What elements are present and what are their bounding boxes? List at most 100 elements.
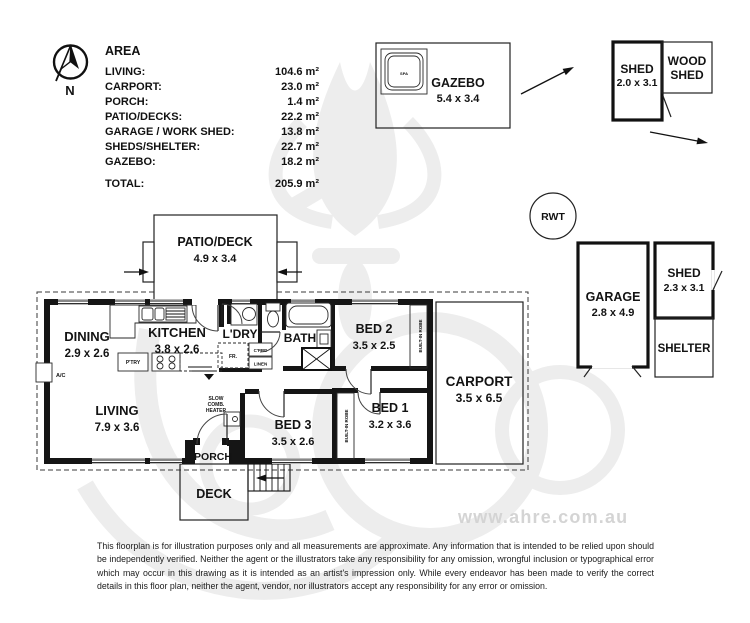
deck: DECK [179,463,249,521]
room-dims-bed1: 3.2 x 3.6 [369,419,412,431]
shelter-label: SHELTER [658,343,712,355]
bench-sink [188,366,216,380]
robe-label: BUILT-IN ROBE [344,410,349,443]
shed-top-label: SHED [620,62,654,76]
spa-label: SPA [400,71,408,76]
bathtub [285,302,332,328]
disclaimer-text: This floorplan is for illustration purpo… [97,541,654,592]
compass-icon: N [52,44,89,98]
window [92,458,145,464]
carport-label: CARPORT [446,374,514,389]
stairs-arrow [256,474,284,482]
watermark-url: www.ahre.com.au [458,507,629,527]
area-row: LIVING: 104.6 m² [105,65,319,80]
area-row: SHEDS/SHELTER: 22.7 m² [105,140,319,155]
door-wc [259,331,281,353]
area-row: GAZEBO: 18.2 m² [105,155,319,170]
room-label-porch: PORCH [194,451,232,463]
stove [151,352,181,372]
windows [58,299,410,464]
window [150,299,183,305]
area-row-label: GARAGE / WORK SHED: [105,126,235,138]
gazebo: SPA GAZEBO 5.4 x 3.4 [375,42,511,129]
window [272,458,312,464]
heater-label-line2: COMB. [208,402,225,408]
area-total-value: 205.9 m² [274,178,319,190]
carport-dims: 3.5 x 6.5 [456,391,503,405]
carport: CARPORT 3.5 x 6.5 [435,301,524,465]
area-row-label: PATIO/DECKS: [105,111,183,123]
shed-side-dims: 2.3 x 3.1 [664,282,705,294]
area-row-value: 22.7 m² [281,141,319,153]
wood-shed: WOOD SHED [661,41,713,94]
patio-arrow-left [124,268,149,276]
area-row-label: CARPORT: [105,81,162,93]
room-label-dining: DINING [64,329,110,344]
compass-north-label: N [65,83,74,98]
room-label-bed1: BED 1 [372,401,409,415]
door-bed2 [345,368,372,395]
room-label-laundry: L'DRY [222,327,257,341]
linen-label: LINEN [254,362,268,367]
room-label-bed2: BED 2 [356,322,393,336]
area-table: AREA LIVING: 104.6 m² CARPORT: 23.0 m² P… [105,44,319,192]
area-row-value: 13.8 m² [281,126,319,138]
area-row-label: SHEDS/SHELTER: [105,141,201,153]
slow-combustion-heater: SLOW COMB. HEATER [206,396,241,427]
doors [191,299,381,445]
area-row: GARAGE / WORK SHED: 13.8 m² [105,125,319,140]
gazebo-label: GAZEBO [431,76,485,90]
area-row: PATIO/DECKS: 22.2 m² [105,110,319,125]
patio-label: PATIO/DECK [177,235,252,249]
room-dims-bed2: 3.5 x 2.5 [353,340,396,352]
garage-dims: 2.8 x 4.9 [592,307,635,319]
room-labels: DINING 2.9 x 2.6 KITCHEN 3.8 x 2.6 L'DRY… [64,322,411,463]
rwt-label: RWT [541,211,565,223]
direction-arrow-gazebo [520,67,574,95]
area-row: CARPORT: 23.0 m² [105,80,319,95]
toilet [265,302,281,328]
room-dims-kitchen: 3.8 x 2.6 [155,344,200,356]
area-total-label: TOTAL: [105,178,145,190]
spa: SPA [380,48,428,95]
cupboard: C'PBD [248,342,273,357]
window [352,299,398,305]
window [58,299,88,305]
door-bed3 [258,390,285,418]
room-dims-living: 7.9 x 3.6 [95,422,140,434]
deck-label: DECK [196,487,231,501]
kitchen-counter [109,304,197,339]
shed-side: SHED 2.3 x 3.1 [653,241,723,320]
pantry-label: P'TRY [126,360,141,366]
patio-arrow-right [277,268,302,276]
window [365,458,410,464]
linen-cupboard: LINEN [248,356,273,370]
fridge-label: FR. [229,354,238,360]
laundry-trough [227,303,258,326]
door-patio [191,299,219,332]
area-row-label: LIVING: [105,66,146,78]
built-in-robe-bed1: BUILT-IN ROBE [336,392,355,460]
kitchen-sink [138,305,188,323]
ac-unit: A/C [35,362,66,383]
wood-shed-label-line1: WOOD [668,54,707,68]
interior-walls [185,299,427,464]
area-total-row: TOTAL: 205.9 m² [105,177,319,192]
rainwater-tank: RWT [529,192,577,240]
watermark-ornament [77,62,625,600]
shed-top-dims: 2.0 x 3.1 [617,77,658,89]
room-label-kitchen: KITCHEN [148,325,206,340]
shed-side-label: SHED [667,266,701,280]
area-table-title: AREA [105,44,141,58]
heater-label-line1: SLOW [209,396,224,402]
heater-label-line3: HEATER [206,408,227,414]
area-row-value: 23.0 m² [281,81,319,93]
door-front [196,413,228,445]
patio-deck: PATIO/DECK 4.9 x 3.4 [142,214,298,303]
ac-label: A/C [56,373,66,379]
stairs [247,463,291,492]
gazebo-dims: 5.4 x 3.4 [437,93,481,105]
window [115,299,145,305]
